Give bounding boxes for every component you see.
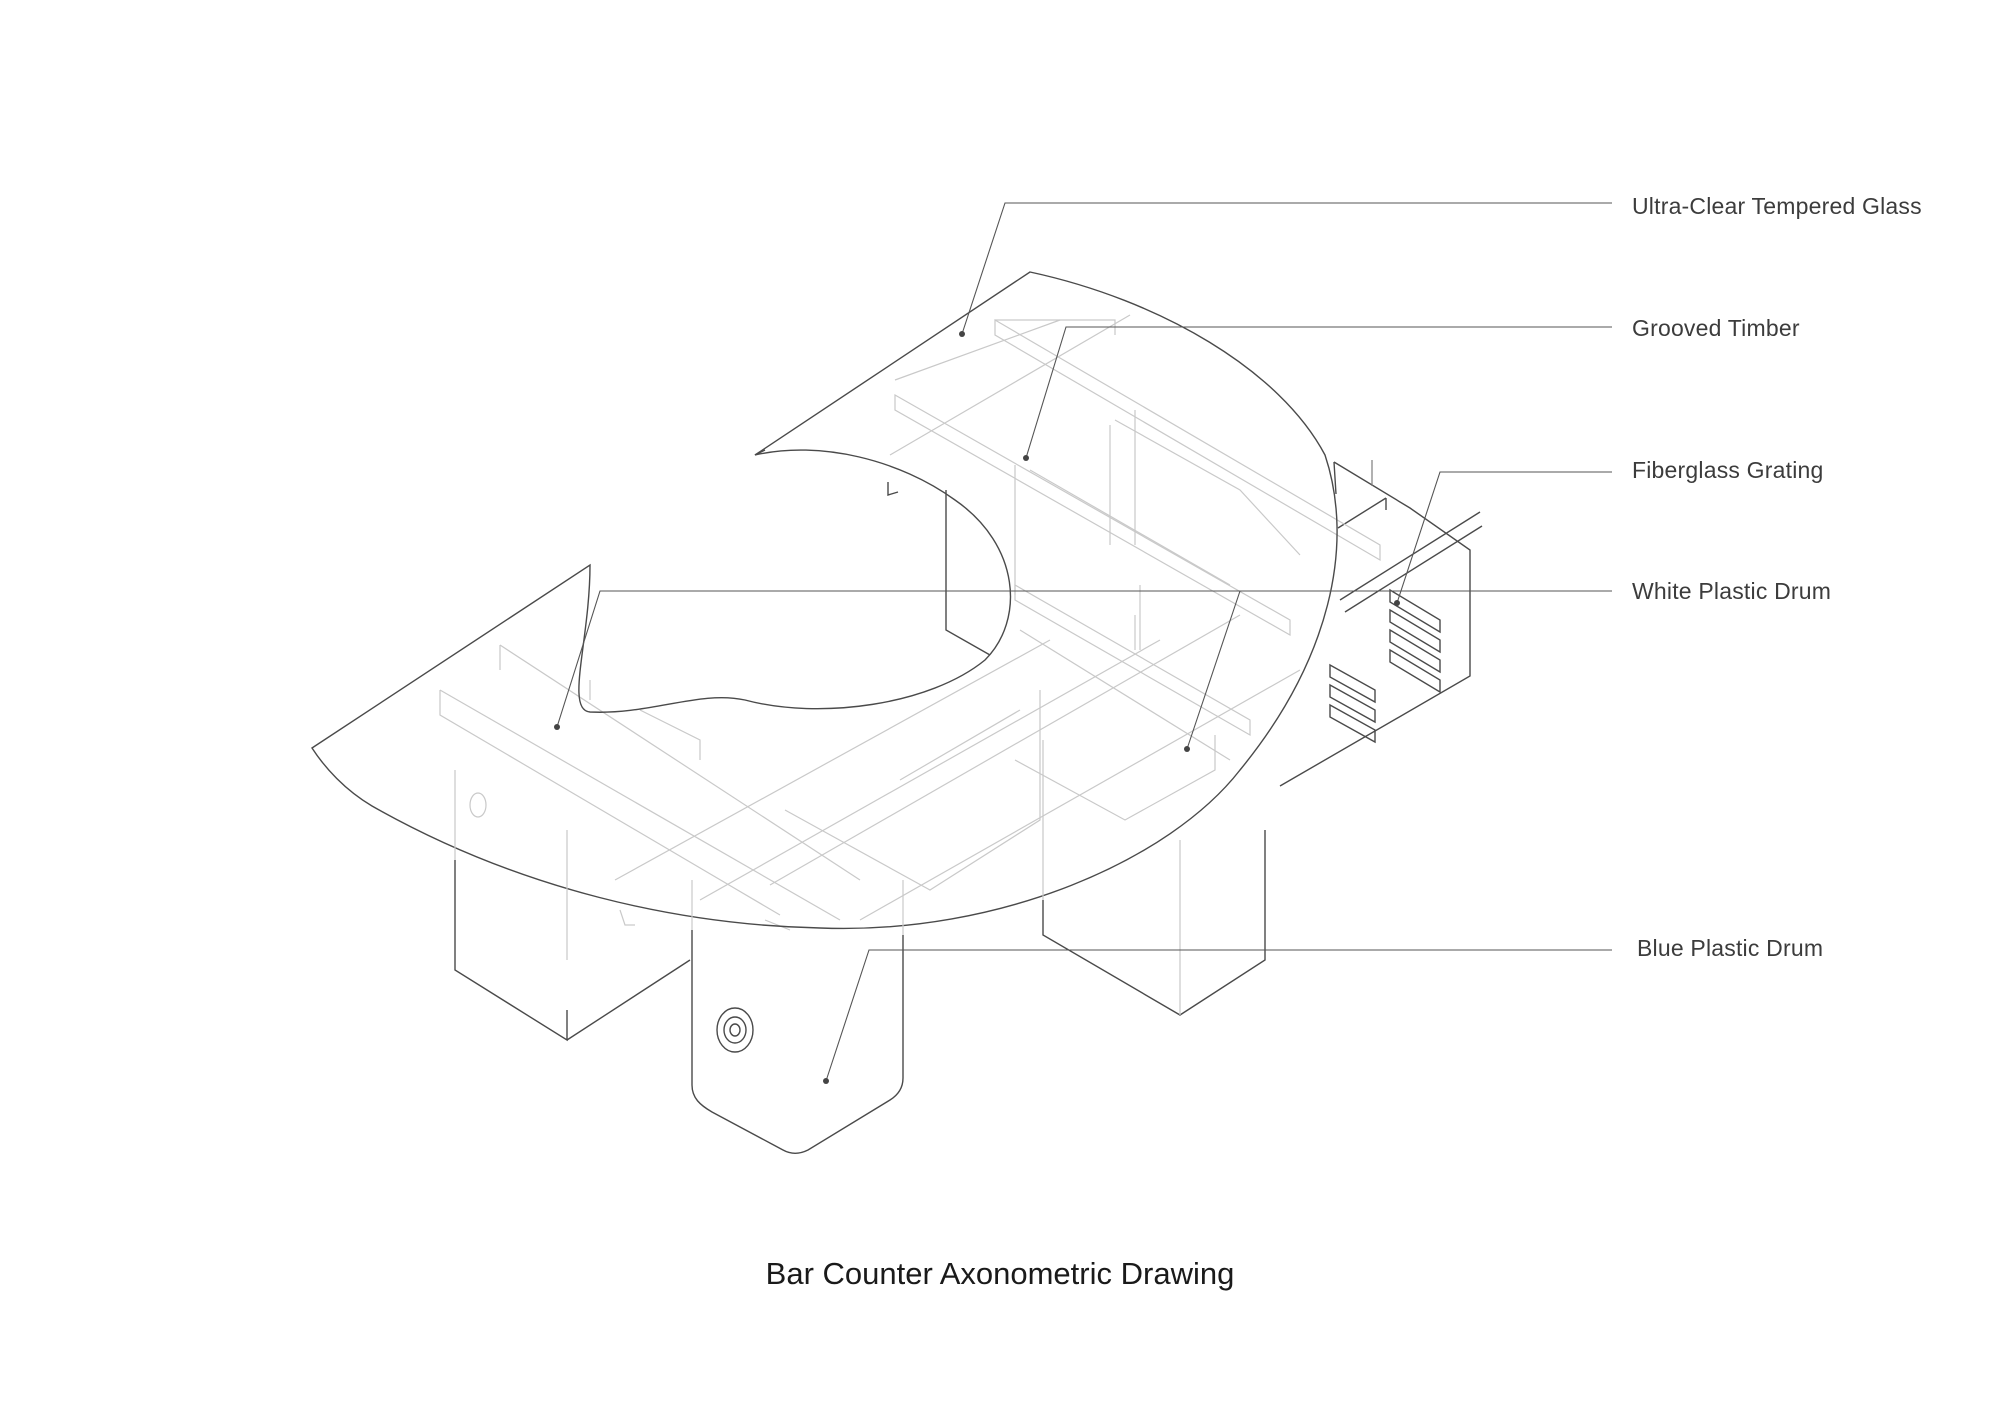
front-right-drum: [1042, 740, 1266, 1016]
leader-lines: [554, 202, 1612, 1084]
label-fiberglass-grating: Fiberglass Grating: [1632, 457, 1824, 483]
grooved-timber-frame: [439, 314, 1381, 931]
front-left-drum: [454, 770, 691, 1042]
label-white-plastic-drum: White Plastic Drum: [1632, 578, 1832, 604]
glass-top: [311, 271, 1338, 930]
drawing-caption: Bar Counter Axonometric Drawing: [765, 1256, 1235, 1291]
label-blue-plastic-drum: Blue Plastic Drum: [1637, 935, 1824, 961]
fiberglass-grating: [1329, 497, 1483, 744]
label-ultra-clear-tempered-glass: Ultra-Clear Tempered Glass: [1632, 193, 1922, 219]
front-center-drum: [691, 880, 904, 1155]
rear-drum-enclosure: [1279, 460, 1471, 787]
label-grooved-timber: Grooved Timber: [1632, 315, 1800, 341]
inner-back-drum: [887, 482, 1136, 656]
